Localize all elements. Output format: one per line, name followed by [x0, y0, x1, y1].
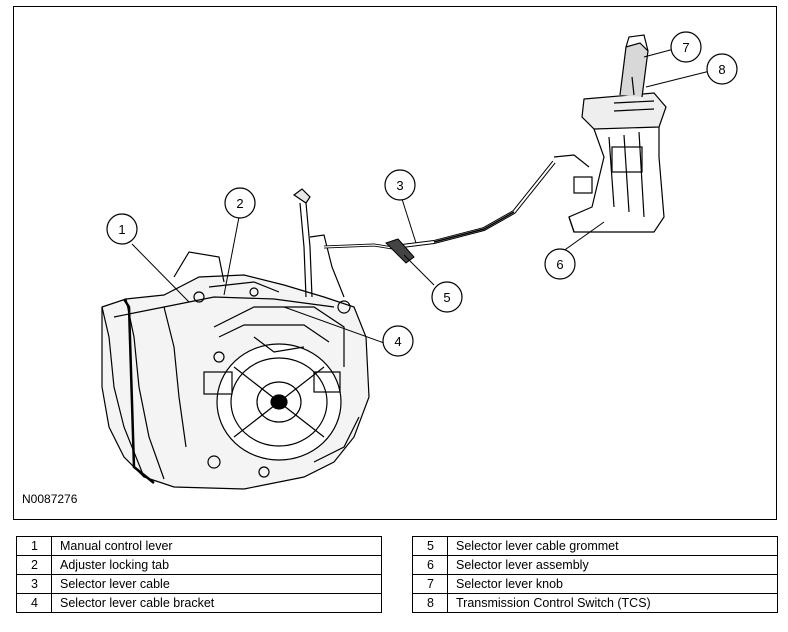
legend-row: 3 Selector lever cable	[16, 574, 382, 594]
callout-4: 4	[382, 325, 414, 357]
legend-number: 2	[16, 555, 52, 575]
diagram-figure: 1 2 3 4 5 6 7	[13, 6, 777, 520]
dipstick-tube	[292, 188, 345, 298]
callout-7: 7	[670, 31, 702, 63]
legend-number: 5	[412, 536, 448, 556]
legend-table-left: 1 Manual control lever 2 Adjuster lockin…	[16, 536, 382, 613]
selector-cable	[323, 160, 556, 264]
callout-8: 8	[706, 53, 738, 85]
legend-number: 7	[412, 574, 448, 594]
legend-number: 6	[412, 555, 448, 575]
legend-row: 4 Selector lever cable bracket	[16, 593, 382, 613]
svg-text:6: 6	[556, 257, 563, 272]
callout-markers: 1 2 3 4 5 6 7	[106, 31, 738, 357]
svg-text:5: 5	[443, 290, 450, 305]
legend-row: 2 Adjuster locking tab	[16, 555, 382, 575]
callout-2: 2	[224, 187, 256, 219]
legend-row: 8 Transmission Control Switch (TCS)	[412, 593, 778, 613]
svg-text:2: 2	[236, 196, 243, 211]
legend-number: 1	[16, 536, 52, 556]
legend-label: Selector lever cable	[51, 574, 382, 594]
legend-number: 3	[16, 574, 52, 594]
legend-label: Selector lever knob	[447, 574, 778, 594]
legend-label: Transmission Control Switch (TCS)	[447, 593, 778, 613]
legend-label: Selector lever assembly	[447, 555, 778, 575]
legend-number: 8	[412, 593, 448, 613]
callout-5: 5	[431, 281, 463, 313]
svg-text:3: 3	[396, 178, 403, 193]
shifter-assembly	[553, 34, 667, 233]
legend-label: Adjuster locking tab	[51, 555, 382, 575]
transmission-housing	[101, 251, 370, 490]
svg-text:8: 8	[718, 62, 725, 77]
svg-text:7: 7	[682, 40, 689, 55]
callout-1: 1	[106, 213, 138, 245]
legend-row: 1 Manual control lever	[16, 536, 382, 556]
legend-number: 4	[16, 593, 52, 613]
transmission-illustration: 1 2 3 4 5 6 7	[101, 31, 738, 490]
legend-label: Selector lever cable bracket	[51, 593, 382, 613]
legend-label: Manual control lever	[51, 536, 382, 556]
callout-3: 3	[384, 169, 416, 201]
figure-id-label: N0087276	[22, 492, 78, 506]
svg-text:1: 1	[118, 222, 125, 237]
legend-row: 6 Selector lever assembly	[412, 555, 778, 575]
legend-row: 5 Selector lever cable grommet	[412, 536, 778, 556]
legend-label: Selector lever cable grommet	[447, 536, 778, 556]
callout-6: 6	[544, 248, 576, 280]
svg-text:4: 4	[394, 334, 401, 349]
legend-table-right: 5 Selector lever cable grommet 6 Selecto…	[412, 536, 778, 613]
legend-row: 7 Selector lever knob	[412, 574, 778, 594]
